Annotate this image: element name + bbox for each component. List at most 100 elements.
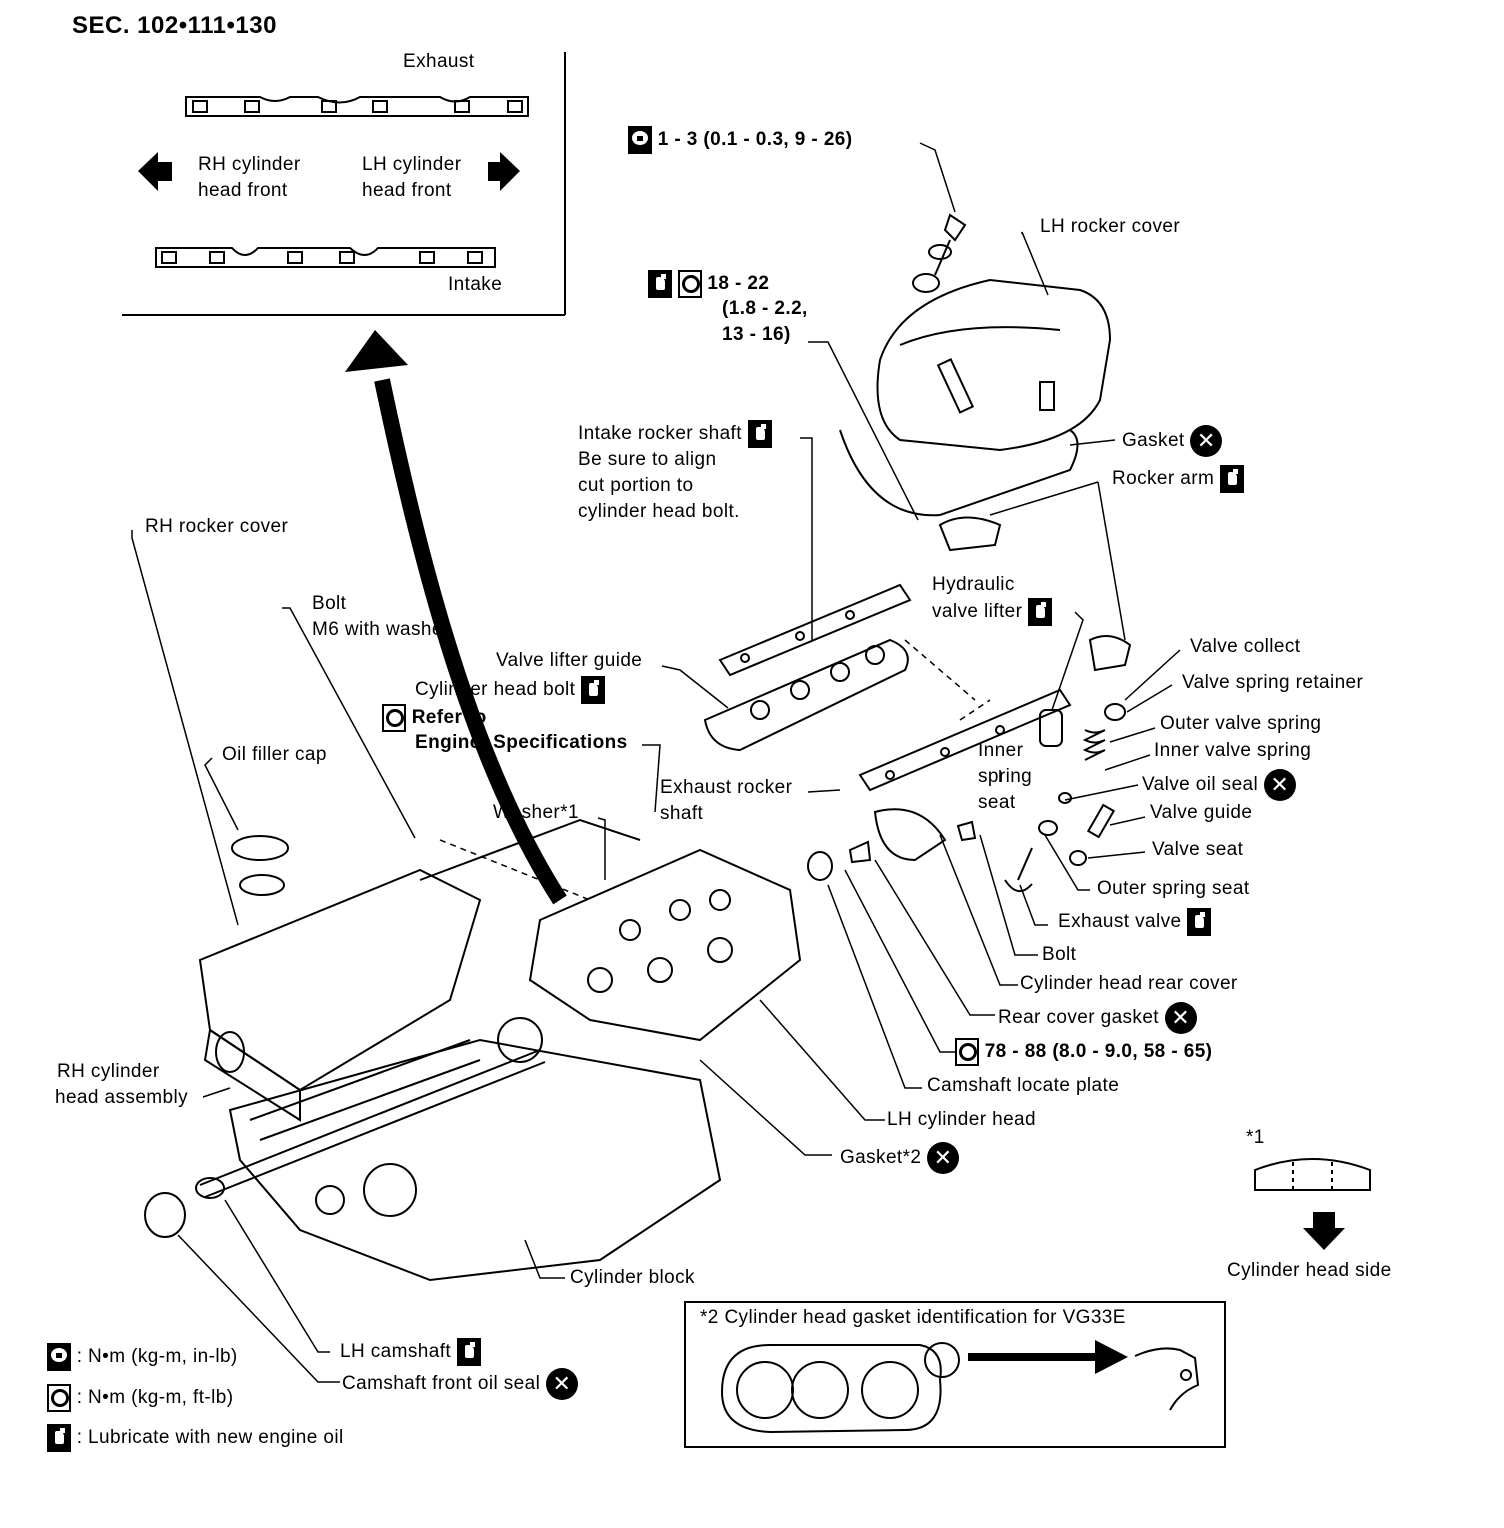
inset-exhaust-label: Exhaust	[403, 51, 475, 72]
down-arrow-icon	[1303, 1212, 1345, 1250]
refer-label-line1: Refer to	[382, 704, 487, 732]
note1-mark: *1	[1246, 1127, 1265, 1148]
replace-x-icon: ✕	[1164, 1002, 1197, 1034]
rh-assembly-label-line2: head assembly	[55, 1087, 188, 1108]
exhaust-rocker-shaft-illustration	[858, 688, 1072, 792]
torque-wrench-icon	[382, 704, 406, 732]
oil-filler-cap-illustration	[231, 835, 289, 896]
inner-valve-spring-label: Inner valve spring	[1154, 740, 1312, 761]
oil-can-icon	[1187, 908, 1212, 936]
torque-wrench-icon	[47, 1384, 71, 1412]
torque-wrench-icon	[628, 126, 652, 154]
rh-front-label-line1: RH cylinder	[198, 154, 301, 175]
engine-block-illustration	[144, 818, 802, 1282]
oil-can-icon	[1028, 598, 1053, 626]
lh-camshaft-label: LH camshaft	[340, 1338, 481, 1366]
washer-label: Washer*1	[493, 802, 579, 823]
left-arrow-icon	[138, 152, 172, 191]
id-arrow-shaft	[968, 1353, 1098, 1361]
valve-lifter-guide-illustration	[703, 638, 909, 752]
replace-x-icon: ✕	[927, 1142, 960, 1174]
section-number: SEC. 102•111•130	[72, 12, 277, 39]
outer-spring-seat-label: Outer spring seat	[1097, 878, 1250, 899]
intake-rocker-shaft-illustration	[718, 583, 912, 677]
oil-can-icon	[581, 676, 606, 704]
exhaust-shaft-label-line2: shaft	[660, 803, 704, 824]
right-arrow-icon	[488, 152, 520, 191]
replace-x-icon: ✕	[1263, 769, 1296, 801]
curved-arrow-head-icon	[345, 330, 408, 372]
torque-wrench-icon	[47, 1343, 71, 1371]
bolt-m6-label-line1: Bolt	[312, 593, 347, 614]
washer-profile-illustration	[1254, 1158, 1371, 1191]
lh-cylinder-head-label: LH cylinder head	[887, 1109, 1036, 1130]
torque-2-label: 18 - 22	[648, 270, 769, 298]
oil-can-icon	[456, 1338, 481, 1366]
valve-lifter-guide-label: Valve lifter guide	[496, 650, 643, 671]
inner-spring-seat-label-line3: seat	[978, 792, 1016, 813]
inner-spring-seat-label-line1: Inner	[978, 740, 1024, 761]
cylinder-block-label: Cylinder block	[570, 1267, 695, 1288]
legend-ft-lb: : N•m (kg-m, ft-lb)	[47, 1384, 233, 1412]
legend-lubricate: : Lubricate with new engine oil	[47, 1424, 344, 1452]
torque-3-label: 78 - 88 (8.0 - 9.0, 58 - 65)	[955, 1038, 1212, 1066]
gasket2-label: Gasket*2 ✕	[840, 1142, 960, 1174]
bolt-label: Bolt	[1042, 944, 1077, 965]
valve-oil-seal-label: Valve oil seal ✕	[1142, 769, 1296, 801]
leader-lines	[131, 142, 1181, 1383]
intake-gasket-illustration	[155, 247, 496, 268]
replace-x-icon: ✕	[545, 1368, 578, 1400]
valve-seat-label: Valve seat	[1152, 839, 1244, 860]
torque-wrench-icon	[677, 270, 702, 298]
lh-front-label-line2: head front	[362, 180, 452, 201]
exhaust-valve-label: Exhaust valve	[1058, 908, 1212, 936]
torque-wrench-icon	[955, 1038, 979, 1066]
gasket-label: Gasket ✕	[1122, 425, 1223, 457]
oil-can-icon	[1219, 465, 1244, 493]
refer-label-line2: Engine; Specifications	[415, 732, 628, 753]
cylinder-head-bolt-label: Cylinder head bolt	[415, 676, 606, 704]
torque-1-label: 1 - 3 (0.1 - 0.3, 9 - 26)	[628, 126, 853, 154]
rear-cover-gasket-label: Rear cover gasket ✕	[998, 1002, 1197, 1034]
front-oil-seal-label: Camshaft front oil seal ✕	[342, 1368, 578, 1400]
torque-2-line2: (1.8 - 2.2,	[722, 298, 808, 319]
lh-front-label-line1: LH cylinder	[362, 154, 462, 175]
camshaft-locate-plate-label: Camshaft locate plate	[927, 1075, 1120, 1096]
lh-rocker-cover-label: LH rocker cover	[1040, 216, 1181, 237]
rocker-arm-2-illustration	[1088, 635, 1132, 672]
rh-rocker-cover-label: RH rocker cover	[145, 516, 289, 537]
note1-caption: Cylinder head side	[1227, 1260, 1392, 1281]
legend-in-lb: : N•m (kg-m, in-lb)	[47, 1343, 238, 1371]
replace-x-icon: ✕	[1190, 425, 1223, 457]
valve-collect-label: Valve collect	[1190, 636, 1301, 657]
oil-filler-cap-label: Oil filler cap	[222, 744, 327, 765]
rocker-cover-bolt-illustration	[912, 213, 967, 293]
note2-caption: *2 Cylinder head gasket identification f…	[700, 1307, 1126, 1328]
rocker-arm-label: Rocker arm	[1112, 465, 1244, 493]
bolt-m6-label-line2: M6 with washer	[312, 619, 450, 640]
gasket-id-box	[684, 1301, 1226, 1448]
intake-shaft-label-line4: cylinder head bolt.	[578, 501, 740, 522]
oil-can-icon	[747, 420, 772, 448]
rear-cover-label: Cylinder head rear cover	[1020, 973, 1238, 994]
intake-shaft-label-line2: Be sure to align	[578, 449, 717, 470]
intake-shaft-label-line3: cut portion to	[578, 475, 694, 496]
intake-shaft-label-line1: Intake rocker shaft	[578, 420, 772, 448]
gasket-id-illustration	[720, 1342, 1200, 1434]
outer-valve-spring-label: Outer valve spring	[1160, 713, 1322, 734]
valve-parts-illustration	[807, 703, 1126, 892]
inner-spring-seat-label-line2: spring	[978, 766, 1033, 787]
exhaust-gasket-illustration	[185, 96, 529, 117]
exhaust-shaft-label-line1: Exhaust rocker	[660, 777, 793, 798]
lh-rocker-cover-illustration	[839, 278, 1112, 517]
oil-can-icon	[47, 1424, 71, 1452]
torque-2-line3: 13 - 16)	[722, 324, 791, 345]
id-arrow-head-icon	[1095, 1340, 1128, 1374]
rh-assembly-label-line1: RH cylinder	[57, 1061, 160, 1082]
curved-arrow-shaft	[374, 378, 567, 905]
oil-can-icon	[648, 270, 672, 298]
inset-intake-label: Intake	[448, 274, 503, 295]
valve-spring-retainer-label: Valve spring retainer	[1182, 672, 1364, 693]
hydraulic-lifter-label-line1: Hydraulic	[932, 574, 1015, 595]
